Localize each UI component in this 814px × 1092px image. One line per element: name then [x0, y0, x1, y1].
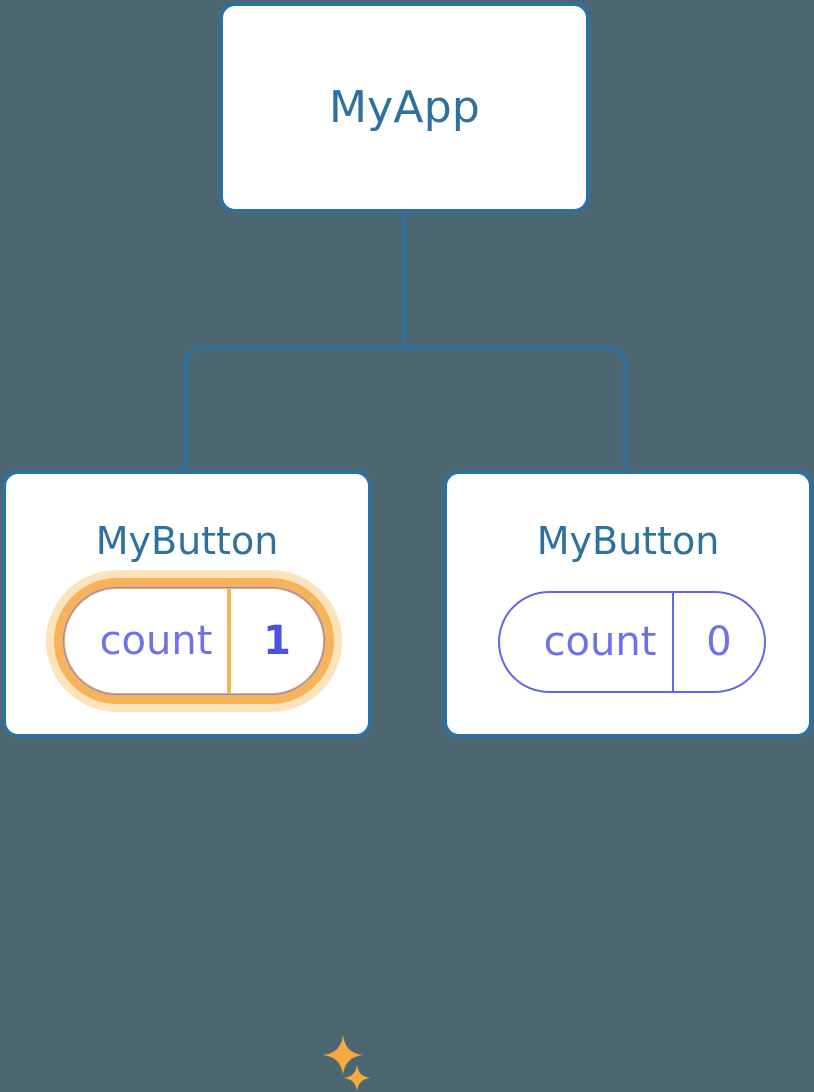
state-key-label-left: count — [99, 618, 213, 664]
sparkle-small-icon — [343, 1064, 371, 1092]
sparkle-large-icon — [322, 1034, 364, 1076]
node-title-myapp: MyApp — [329, 81, 480, 133]
node-card-myapp[interactable]: MyApp — [219, 2, 590, 213]
node-card-mybutton-left[interactable]: MyButton count 1 — [2, 470, 372, 1092]
node-title-wrap-right: MyButton — [447, 522, 809, 560]
state-key-label-right: count — [543, 619, 657, 665]
node-title-mybutton-right: MyButton — [536, 519, 720, 563]
connector-branch-right — [404, 346, 627, 472]
state-pill-divider-left — [227, 589, 231, 693]
node-card-mybutton-right[interactable]: MyButton count 0 — [443, 470, 813, 738]
state-value-right: 0 — [706, 619, 732, 665]
node-title-wrap-left: MyButton — [6, 522, 368, 560]
state-pill-area-left: count 1 — [6, 570, 368, 732]
state-pill-idle[interactable]: count 0 — [498, 591, 766, 693]
connector-branch-left — [184, 346, 404, 472]
node-title-mybutton-left: MyButton — [95, 519, 279, 563]
state-value-left: 1 — [263, 618, 291, 664]
state-pill-highlighted[interactable]: count 1 — [54, 578, 334, 704]
state-pill-divider-right — [672, 593, 674, 691]
state-pill-area-right: count 0 — [447, 582, 809, 732]
